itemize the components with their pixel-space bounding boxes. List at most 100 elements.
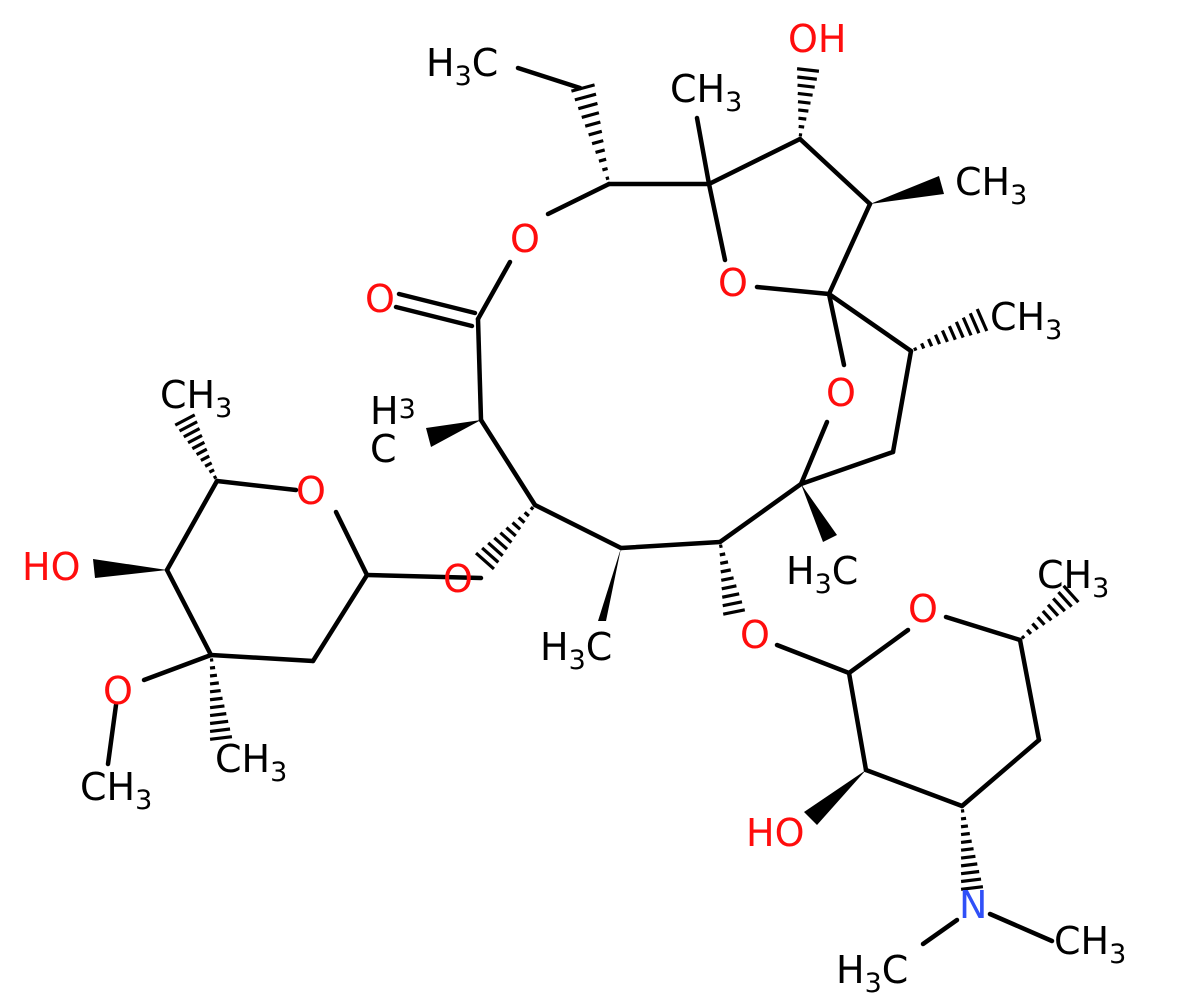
h3c-ring-bottom-right-label: H3C (786, 549, 858, 600)
hash-stroke (209, 712, 227, 718)
h3c-ethyl-label: H3C (426, 41, 498, 92)
hash-stroke (719, 552, 726, 557)
hash-stroke (954, 321, 965, 339)
c-left-label: C (370, 427, 397, 471)
hash-stroke (570, 83, 596, 93)
ho-left-label: HO (22, 545, 80, 589)
hash-stroke (209, 673, 218, 678)
hash-stroke (719, 560, 729, 565)
hash-stroke (209, 727, 231, 733)
hash-stroke (1062, 584, 1080, 604)
hash-stroke (209, 719, 229, 726)
hash-stroke (584, 120, 601, 128)
hash-stroke (718, 544, 723, 549)
hash-stroke (474, 551, 496, 571)
ch3-right-top-label: CH3 (955, 160, 1027, 211)
o-ring-left-label: O (510, 217, 540, 261)
o-link-left-label: O (443, 557, 473, 601)
hash-stroke (797, 83, 815, 89)
hash-stroke (927, 338, 934, 347)
oh-top-label: OH (788, 17, 846, 61)
hash-stroke (529, 506, 535, 511)
hash-stroke (913, 346, 918, 352)
h3-left-label: H3 (370, 389, 416, 433)
hash-stroke (797, 75, 818, 81)
o-carbonyl-label: O (365, 277, 395, 321)
hash-stroke (1020, 634, 1026, 640)
hash-stroke (595, 148, 606, 154)
hash-stroke (960, 877, 982, 884)
ch3-right-mid-label: CH3 (990, 295, 1062, 346)
h3c-n-left-label: H3C (836, 948, 908, 999)
hash-stroke (517, 516, 526, 524)
hash-stroke (209, 696, 223, 702)
hash-stroke (1046, 603, 1060, 617)
hash-stroke (798, 116, 807, 121)
hash-stroke (1036, 616, 1046, 626)
hash-stroke (960, 862, 978, 868)
hash-stroke (204, 461, 213, 468)
hash-stroke (798, 108, 809, 113)
o-sugar-right-label: O (908, 587, 938, 631)
hash-stroke (940, 329, 949, 343)
hash-stroke (933, 334, 942, 345)
hash-stroke (187, 434, 203, 445)
hash-stroke (591, 139, 604, 146)
hash-stroke (975, 308, 989, 332)
o-bridge-left-label: O (718, 261, 748, 305)
hash-stroke (721, 592, 740, 599)
o-link-right-label: O (740, 613, 770, 657)
hash-stroke (947, 325, 957, 341)
hash-stroke (1031, 622, 1039, 631)
hash-stroke (920, 342, 926, 350)
ch3-sugar-left-top-label: CH3 (160, 373, 232, 424)
hash-stroke (960, 831, 971, 837)
hash-stroke (796, 67, 820, 73)
hash-stroke (487, 541, 504, 557)
hash-stroke (511, 521, 522, 531)
hash-stroke (720, 568, 732, 574)
hash-stroke (481, 546, 500, 564)
single-bonds (105, 65, 1055, 947)
hash-stroke (212, 475, 218, 480)
double-bond-carbonyl (393, 291, 478, 329)
hashed-bonds (174, 67, 1080, 891)
hash-stroke (195, 447, 208, 456)
hash-stroke (1052, 597, 1066, 613)
o-sugar-left-label: O (296, 469, 326, 513)
hash-stroke (960, 816, 967, 821)
hash-stroke (209, 704, 225, 710)
wedge-bonds (93, 176, 944, 825)
hash-stroke (1026, 628, 1033, 635)
hash-stroke (191, 440, 206, 451)
hash-stroke (183, 427, 201, 439)
ch3-sugar-left-bottom-label: CH3 (215, 737, 287, 788)
hash-stroke (209, 665, 216, 670)
och3-label: CH3 (80, 765, 152, 816)
ho-bottom-label: HO (746, 811, 804, 855)
hash-stroke (722, 608, 746, 616)
hash-stroke (493, 536, 509, 551)
n-dimethyl-label: N (959, 883, 987, 927)
hash-stroke (798, 124, 805, 129)
hash-stroke (960, 839, 972, 844)
hash-stroke (209, 735, 233, 741)
hash-stroke (505, 526, 517, 538)
o-bridge-right-label: O (826, 371, 856, 415)
hash-stroke (968, 312, 981, 334)
ch3-n-right-label: CH3 (1054, 919, 1126, 970)
hash-stroke (797, 91, 813, 97)
hash-stroke (209, 688, 221, 694)
hash-stroke (960, 885, 984, 891)
hash-stroke (174, 413, 196, 427)
hash-stroke (722, 600, 743, 608)
hash-stroke (605, 176, 610, 181)
hash-stroke (499, 531, 513, 544)
hash-stroke (577, 101, 598, 111)
hash-stroke (720, 576, 734, 582)
hash-stroke (721, 584, 737, 591)
hash-stroke (523, 511, 530, 518)
hash-stroke (588, 129, 603, 137)
hash-stroke (960, 824, 969, 829)
